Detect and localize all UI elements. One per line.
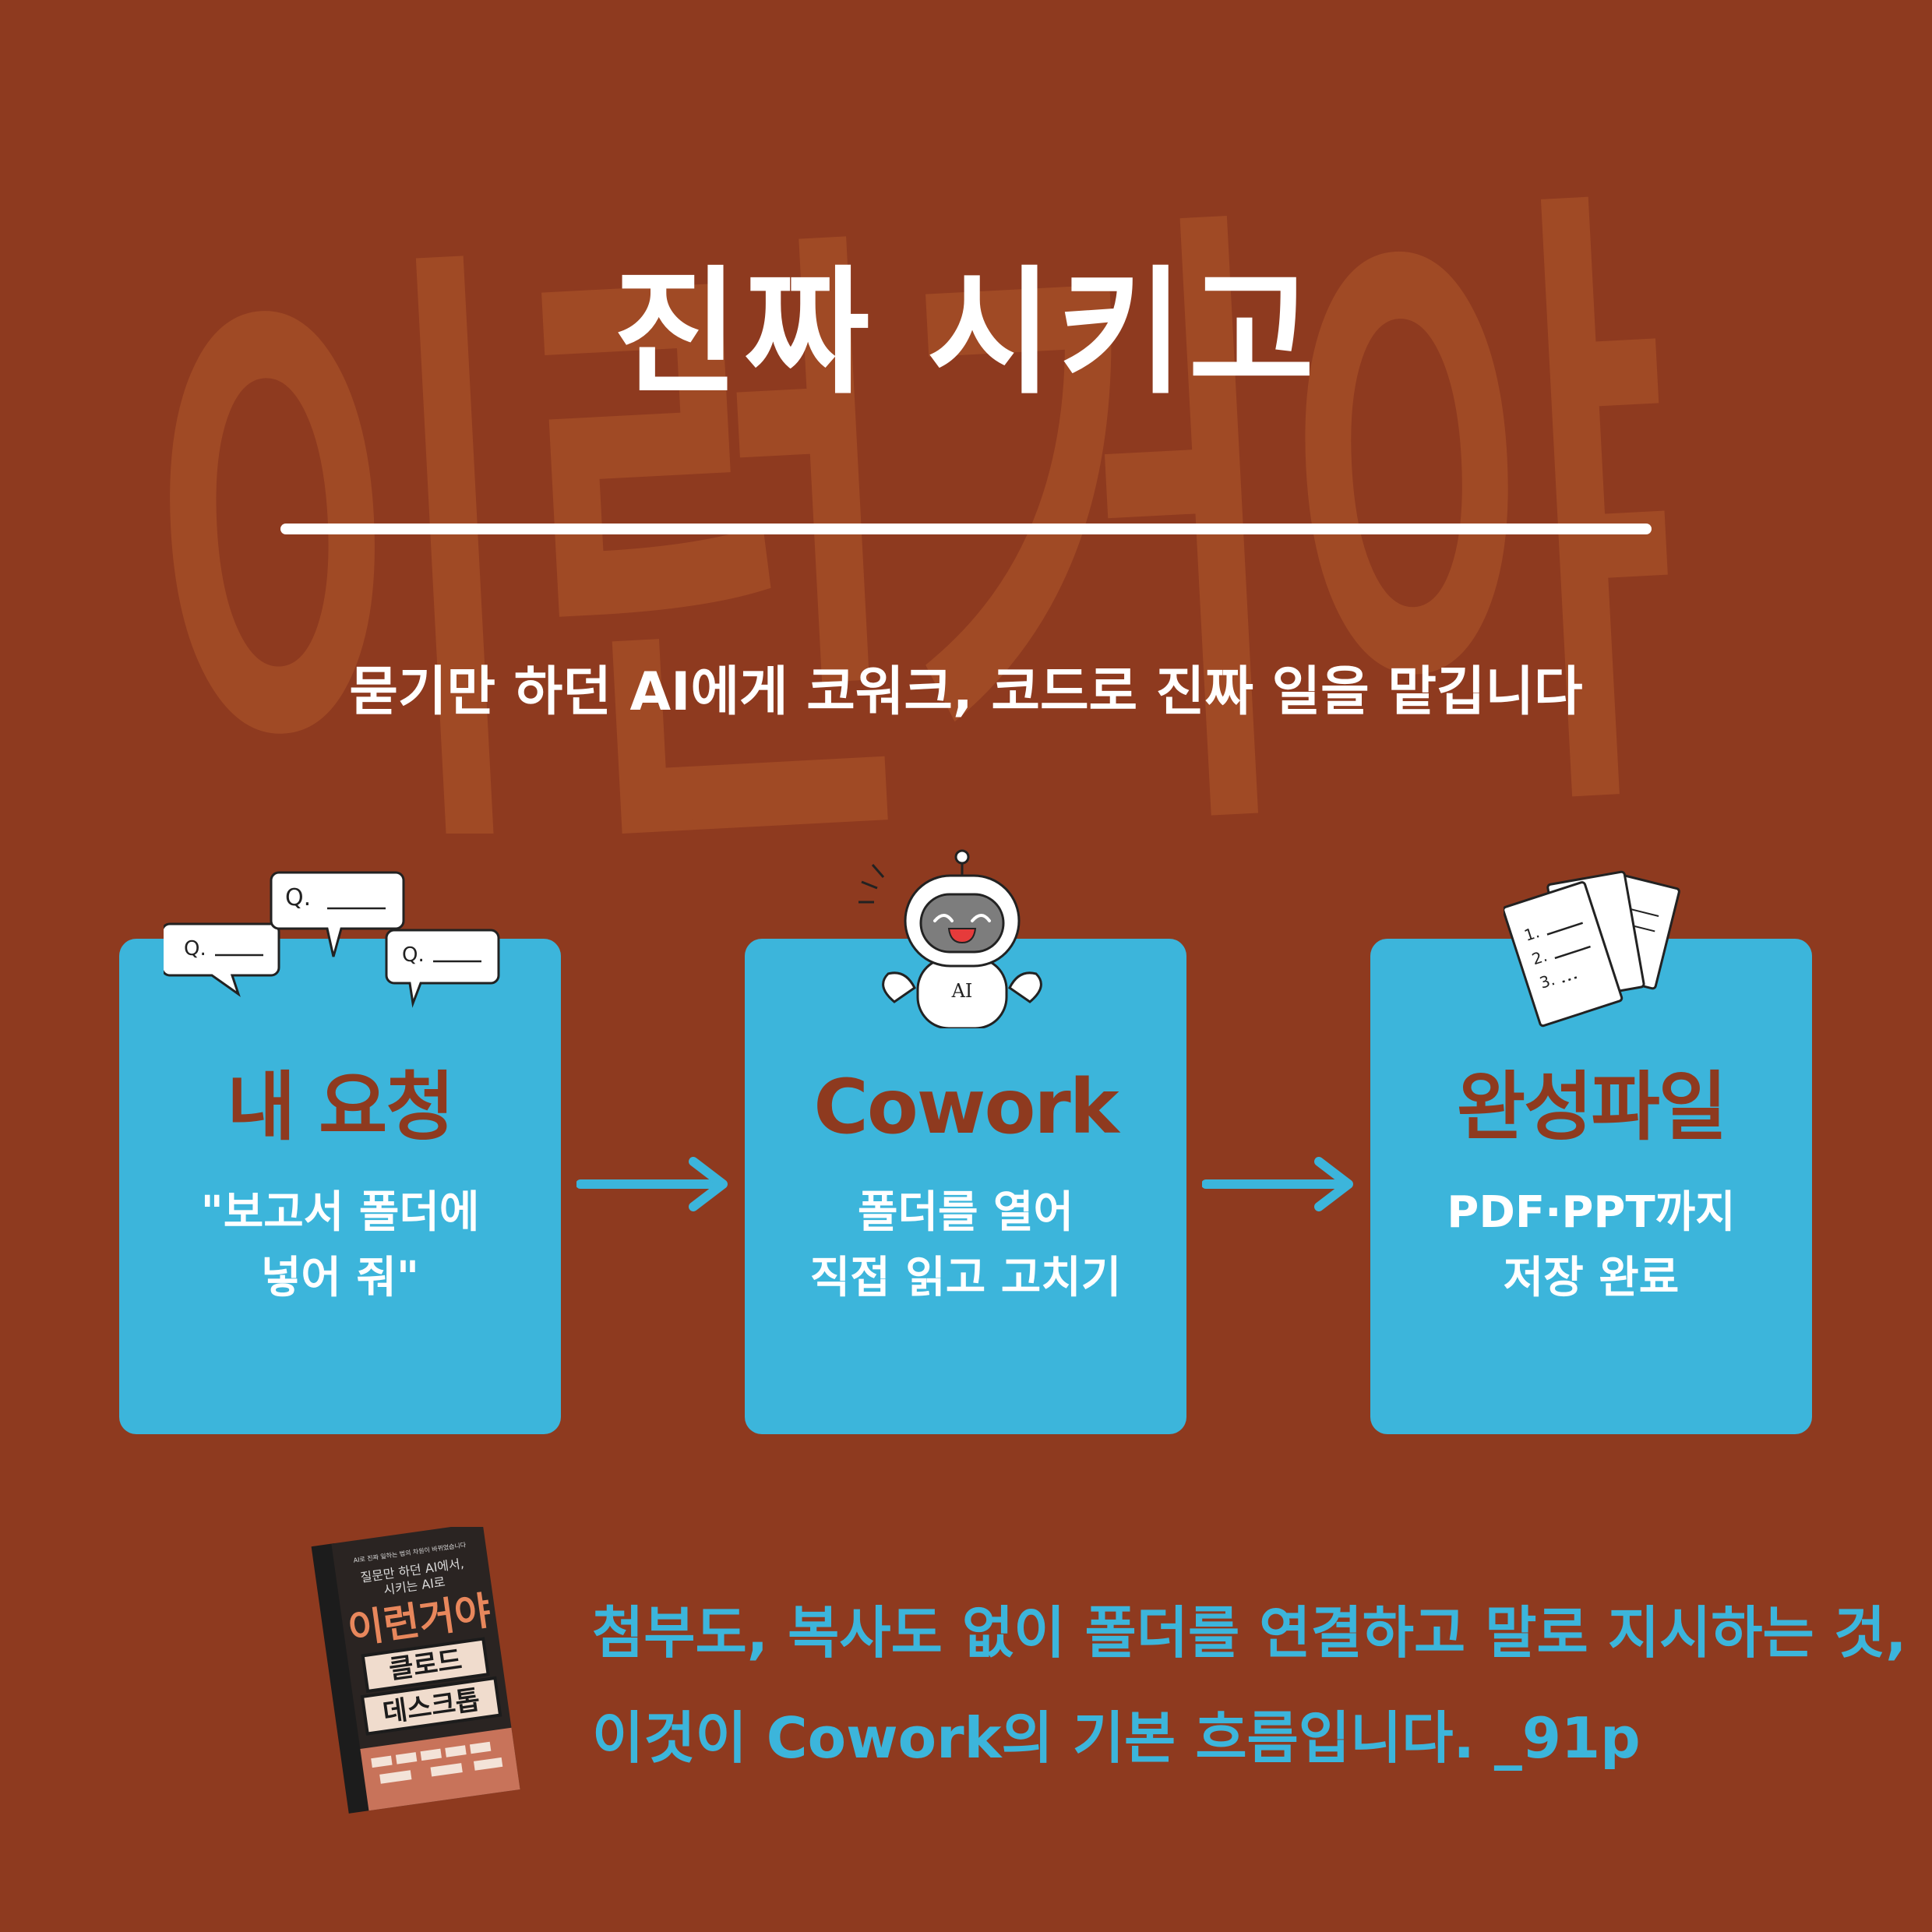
card-desc-line: 저장 완료 [1503, 1253, 1680, 1303]
svg-text:Q.: Q. [285, 884, 311, 911]
card-title: Cowork [813, 1063, 1119, 1151]
title-divider [280, 524, 1652, 534]
book-cover-image: AI로 진짜 일하는 법의 차원이 바뀌었습니다 질문만 하던 AI에서, 시키… [311, 1527, 520, 1814]
card-desc-line: 넣어 줘" [260, 1253, 420, 1303]
card-description: "보고서 폴더에 넣어 줘" [119, 1180, 561, 1311]
card-desc-line: 폴더를 열어 [857, 1187, 1074, 1238]
speech-bubble: Q. [164, 922, 280, 997]
svg-text:Q.: Q. [184, 937, 206, 961]
card-title: 완성파일 [1456, 1063, 1727, 1151]
card-desc-line: 직접 읽고 고치기 [809, 1253, 1122, 1303]
page-subtitle: 묻기만 하던 AI에게 코워크, 코드로 진짜 일을 맡깁니다 [349, 661, 1583, 723]
quote-line: 첨부도, 복사도 없이 폴더를 연결하고 말로 지시하는 것, [592, 1600, 1907, 1666]
watermark-text: 이런거야 [127, 153, 1683, 834]
speech-bubble: Q. [270, 871, 405, 957]
arrow-right-icon [1202, 1157, 1353, 1211]
card-desc-line: "보고서 폴더에 [200, 1187, 480, 1238]
page-title: 진짜 시키고 [612, 253, 1320, 413]
svg-text:Q.: Q. [402, 943, 425, 967]
card-desc-line: PDF·PPT까지 [1447, 1187, 1736, 1238]
card-description: 폴더를 열어 직접 읽고 고치기 [745, 1180, 1186, 1311]
card-title: 내 요청 [227, 1063, 454, 1151]
quote-line: 이것이 Cowork의 기본 흐름입니다. _91p [592, 1705, 1641, 1771]
arrow-right-icon [576, 1157, 728, 1211]
svg-text:AI: AI [951, 980, 973, 1002]
speech-bubble: Q. [385, 929, 500, 1008]
speech-bubbles-icon: Q. Q. Q. [164, 871, 500, 1008]
step-card-request: 내 요청 "보고서 폴더에 넣어 줘" [119, 939, 561, 1434]
background-watermark: 이런거야 [127, 153, 1683, 834]
ai-robot-icon: AI [858, 849, 1042, 1028]
documents-icon: 1. 2. 3. [1504, 870, 1680, 1028]
card-description: PDF·PPT까지 저장 완료 [1370, 1180, 1812, 1311]
step-card-result: 완성파일 PDF·PPT까지 저장 완료 [1370, 939, 1812, 1434]
